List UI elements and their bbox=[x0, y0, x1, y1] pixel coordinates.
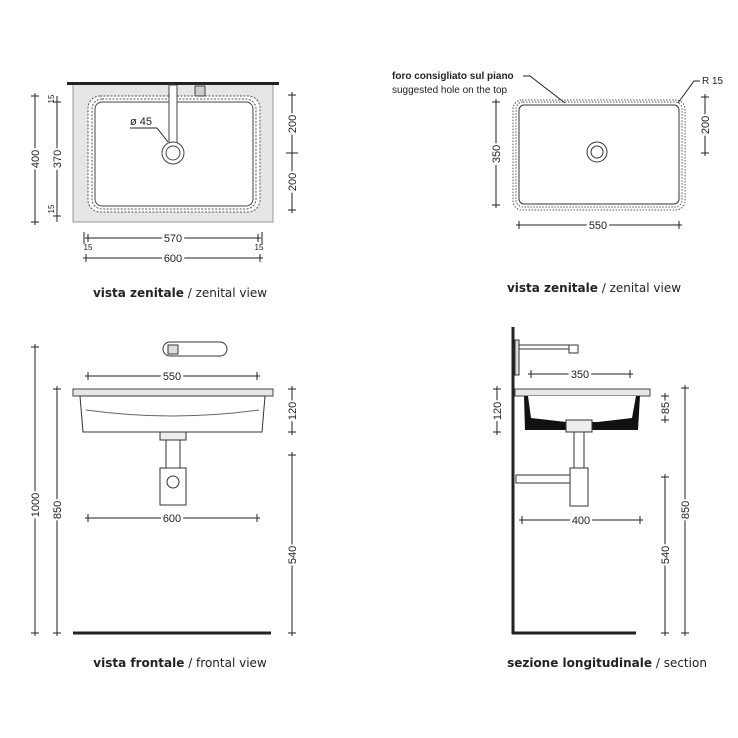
caption-zenital-cutout: vista zenitale / zenital view bbox=[507, 281, 681, 295]
countertop bbox=[514, 388, 651, 397]
drain bbox=[586, 141, 608, 163]
faucet-plate bbox=[514, 339, 520, 376]
sink-basin bbox=[79, 395, 266, 433]
cutout-note-italian: foro consigliato sul piano bbox=[392, 71, 514, 82]
waste-pipe bbox=[515, 474, 571, 484]
dim-85: 85 bbox=[660, 402, 672, 414]
faucet bbox=[162, 341, 228, 357]
caption-section: sezione longitudinale / section bbox=[507, 656, 707, 670]
dim-370: 370 bbox=[52, 150, 64, 168]
zenital-view-installed: ø 45 400 370 15 15 200 200 570 15 15 600… bbox=[28, 82, 301, 300]
suggested-cutout bbox=[512, 99, 686, 211]
dim-550: 550 bbox=[163, 371, 181, 383]
trap-pipe bbox=[573, 431, 585, 469]
caption-frontal: vista frontale / frontal view bbox=[93, 656, 267, 670]
dim-200: 200 bbox=[700, 116, 712, 134]
drain-diameter-label: ø 45 bbox=[130, 116, 152, 128]
dim-15-right: 15 bbox=[255, 243, 264, 252]
dim-540: 540 bbox=[660, 546, 672, 564]
dim-120: 120 bbox=[287, 402, 299, 420]
dim-15-top: 15 bbox=[47, 94, 56, 103]
dim-350: 350 bbox=[571, 369, 589, 381]
wall-edge bbox=[67, 82, 279, 85]
dim-850: 850 bbox=[52, 501, 64, 519]
dim-550: 550 bbox=[589, 220, 607, 232]
caption-zenital-installed: vista zenitale / zenital view bbox=[93, 286, 267, 300]
drain-valve bbox=[159, 431, 187, 441]
dim-600: 600 bbox=[163, 513, 181, 525]
dim-120: 120 bbox=[492, 402, 504, 420]
dim-15-left: 15 bbox=[84, 243, 93, 252]
dim-350: 350 bbox=[491, 145, 503, 163]
zenital-view-cutout: foro consigliato sul piano suggested hol… bbox=[392, 71, 724, 295]
cutout-note-english: suggested hole on the top bbox=[392, 85, 508, 96]
dim-1000: 1000 bbox=[30, 493, 42, 517]
dim-600: 600 bbox=[164, 253, 182, 265]
radius-label: R 15 bbox=[702, 76, 724, 87]
dim-850: 850 bbox=[680, 501, 692, 519]
dim-200-bottom: 200 bbox=[287, 173, 299, 191]
countertop bbox=[72, 388, 274, 397]
section-view: 350 400 120 85 850 540 sezione longitudi… bbox=[490, 327, 707, 670]
dim-540: 540 bbox=[287, 546, 299, 564]
dim-400: 400 bbox=[572, 515, 590, 527]
faucet-handle bbox=[194, 85, 206, 97]
sink-outline bbox=[518, 104, 680, 205]
faucet-spout bbox=[518, 344, 578, 350]
bottle-trap bbox=[569, 467, 589, 507]
faucet-spout bbox=[168, 84, 178, 148]
dim-200-top: 200 bbox=[287, 115, 299, 133]
trap-pipe bbox=[165, 439, 181, 469]
dim-15-bottom: 15 bbox=[47, 204, 56, 213]
dim-400: 400 bbox=[30, 150, 42, 168]
dim-570: 570 bbox=[164, 233, 182, 245]
drain-valve bbox=[565, 419, 593, 433]
frontal-view: 550 600 1000 850 120 540 vista frontale … bbox=[28, 341, 301, 670]
